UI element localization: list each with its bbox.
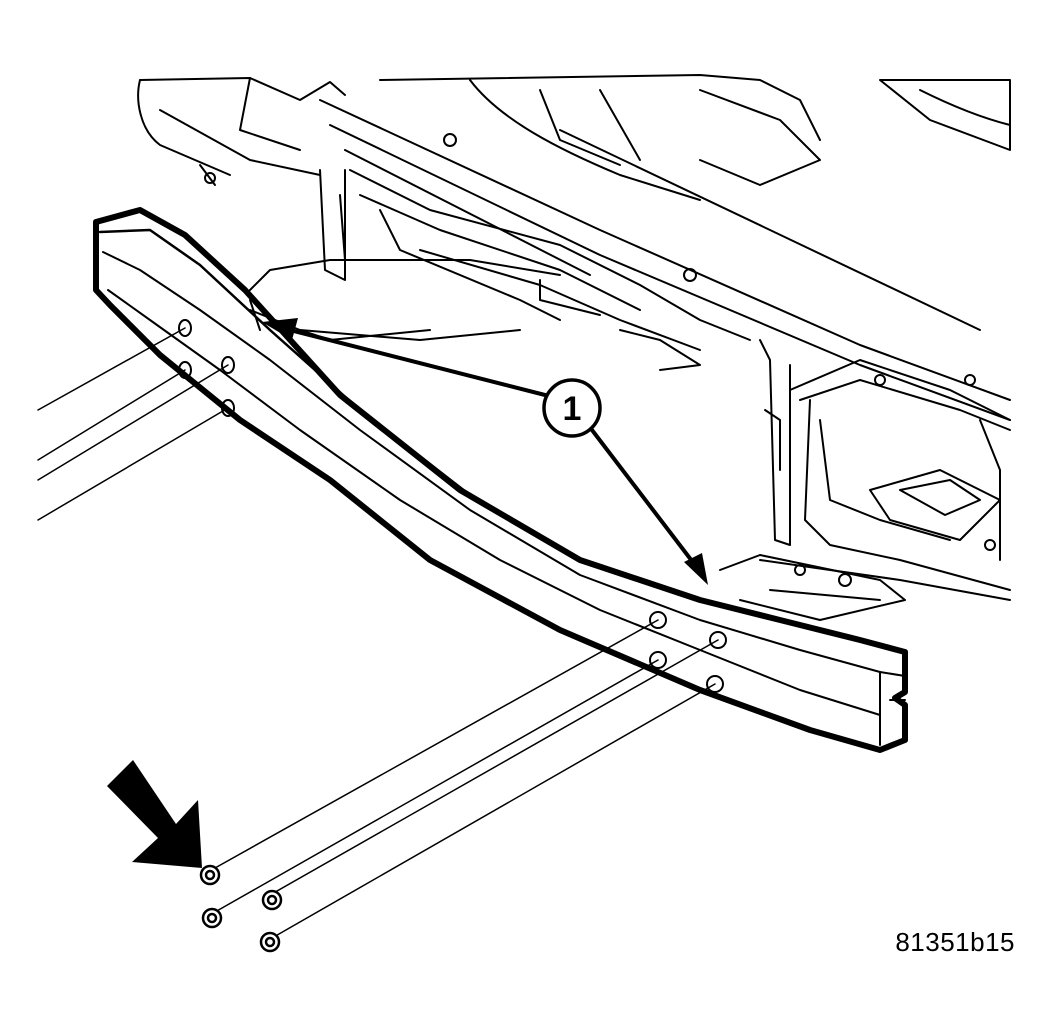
callout-badge: 1 — [542, 378, 602, 438]
vehicle-frame-structure — [137, 74, 1011, 621]
direction-arrow-icon — [107, 760, 202, 868]
bumper-reinforcement-beam — [93, 207, 908, 753]
bolt-alignment-lines — [37, 327, 719, 939]
callout-leader-lines — [262, 318, 708, 585]
figure-id-label: 81351b15 — [895, 927, 1015, 957]
callout-number: 1 — [563, 390, 582, 428]
bolt-icon — [199, 864, 283, 953]
